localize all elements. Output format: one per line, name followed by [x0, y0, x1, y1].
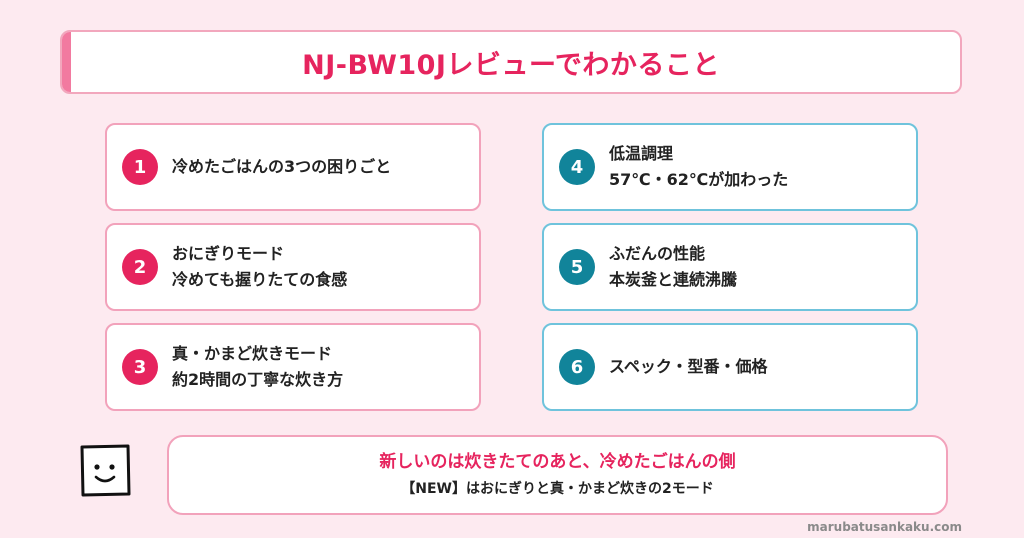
bubble-main-text: 新しいのは炊きたてのあと、冷めたごはんの側: [379, 452, 736, 472]
item-line2: 約2時間の丁寧な炊き方: [172, 370, 344, 389]
item-line2: 57℃・62℃が加わった: [609, 170, 789, 189]
item-line1: 低温調理: [609, 144, 674, 163]
smiley-face-icon: [80, 444, 131, 497]
item-line1: 冷めたごはんの3つの困りごと: [172, 157, 392, 176]
item-card-3: 3 真・かまど炊きモード 約2時間の丁寧な炊き方: [105, 323, 481, 411]
item-number-badge: 3: [122, 349, 158, 385]
item-card-1: 1 冷めたごはんの3つの困りごと: [105, 123, 481, 211]
item-text: おにぎりモード 冷めても握りたての食感: [172, 241, 347, 293]
title-banner: NJ-BW10Jレビューでわかること: [60, 30, 962, 94]
item-text: 低温調理 57℃・62℃が加わった: [609, 141, 788, 193]
bubble-sub-text: 【NEW】はおにぎりと真・かまど炊きの2モード: [401, 481, 714, 497]
item-line1: おにぎりモード: [172, 244, 285, 263]
item-line1: 真・かまど炊きモード: [172, 344, 333, 363]
item-line2: 冷めても握りたての食感: [172, 270, 348, 289]
item-text: スペック・型番・価格: [609, 354, 768, 380]
item-number-badge: 2: [122, 249, 158, 285]
item-text: 真・かまど炊きモード 約2時間の丁寧な炊き方: [172, 341, 343, 393]
page-title: NJ-BW10Jレビューでわかること: [302, 49, 720, 81]
item-line1: スペック・型番・価格: [609, 357, 768, 376]
item-number-badge: 6: [559, 349, 595, 385]
item-line1: ふだんの性能: [609, 244, 706, 263]
item-text: ふだんの性能 本炭釜と連続沸騰: [609, 241, 737, 293]
item-line2: 本炭釜と連続沸騰: [609, 270, 738, 289]
item-card-2: 2 おにぎりモード 冷めても握りたての食感: [105, 223, 481, 311]
item-number-badge: 5: [559, 249, 595, 285]
item-number-badge: 4: [559, 149, 595, 185]
speech-bubble: 新しいのは炊きたてのあと、冷めたごはんの側 【NEW】はおにぎりと真・かまど炊き…: [167, 435, 948, 515]
item-card-4: 4 低温調理 57℃・62℃が加わった: [542, 123, 918, 211]
item-card-6: 6 スペック・型番・価格: [542, 323, 918, 411]
item-card-5: 5 ふだんの性能 本炭釜と連続沸騰: [542, 223, 918, 311]
item-text: 冷めたごはんの3つの困りごと: [172, 154, 391, 180]
title-accent-bar: [62, 32, 71, 92]
item-number-badge: 1: [122, 149, 158, 185]
site-credit: marubatusankaku.com: [807, 520, 962, 534]
